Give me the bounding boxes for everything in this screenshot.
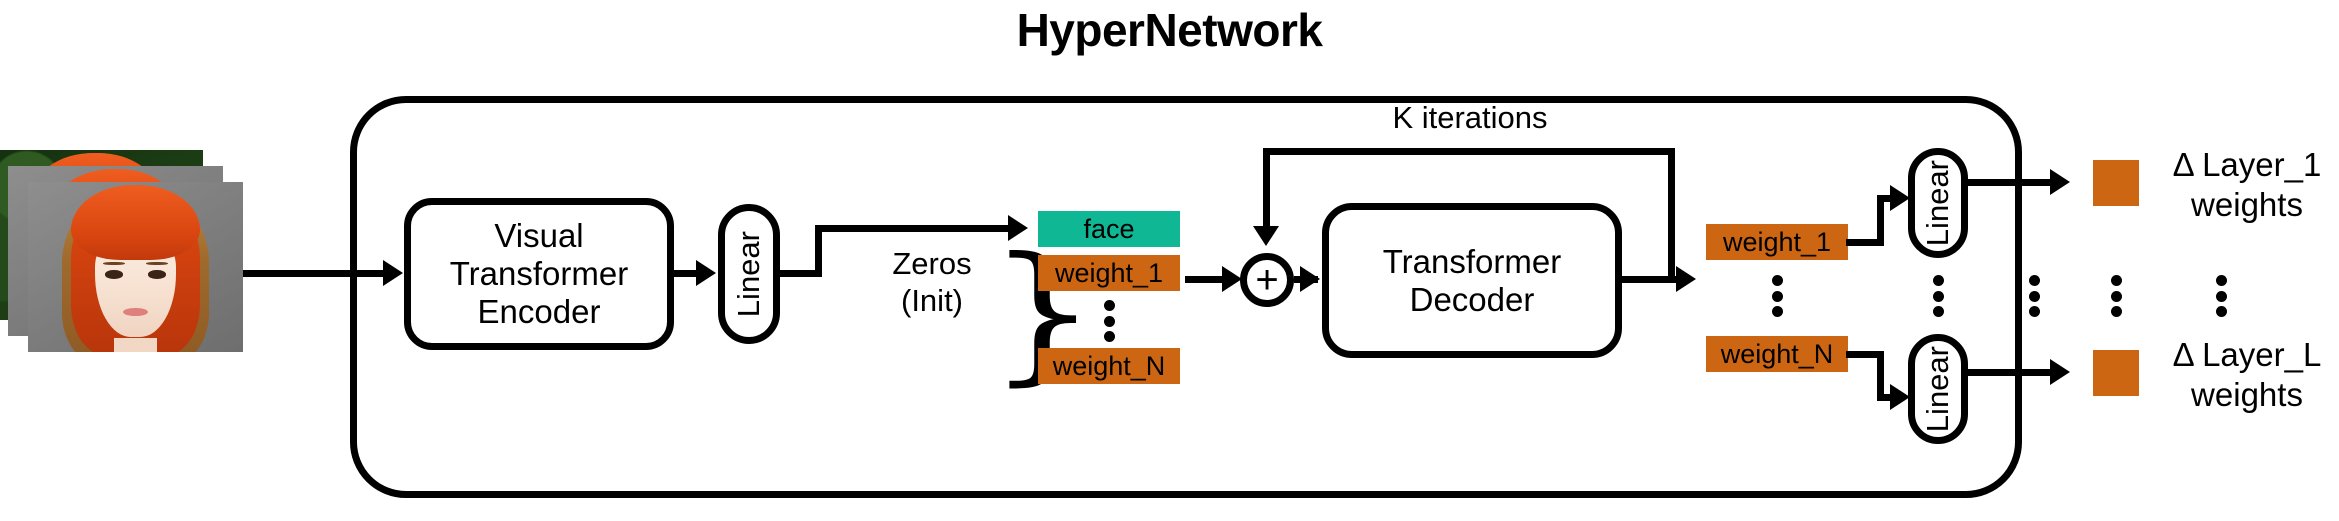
feedback-wire-top xyxy=(1263,148,1675,155)
wire-linear-to-face-v xyxy=(815,225,822,277)
arrow-linearL-to-output xyxy=(1966,369,2056,376)
visual-transformer-encoder-label: Visual Transformer Encoder xyxy=(449,217,629,330)
linear-stack-ellipsis-icon xyxy=(1932,275,1944,317)
arrowhead-to-face-chip xyxy=(1008,215,1028,241)
wire-outw1-h1 xyxy=(1846,239,1884,246)
arrowhead-input-to-encoder xyxy=(383,260,403,286)
token-weight-n[interactable]: weight_N xyxy=(1038,348,1180,384)
adder-node: + xyxy=(1240,253,1294,307)
face-image-front xyxy=(28,182,243,352)
arrowhead-decoder-to-output-tokens xyxy=(1676,266,1696,292)
arrow-linear1-to-output xyxy=(1966,179,2056,186)
zeros-init-label: Zeros (Init) xyxy=(892,246,972,318)
linear-output-1-box[interactable]: Linear xyxy=(1908,148,1968,258)
output-swatch-layer-1 xyxy=(2093,160,2139,206)
arrow-tokens-to-adder xyxy=(1185,276,1227,283)
wire-outwN-v xyxy=(1877,351,1884,401)
output-label-layer-1: Δ Layer_1 weights xyxy=(2172,146,2322,223)
linear-encoder-box[interactable]: Linear xyxy=(718,204,780,344)
transformer-decoder-box[interactable]: Transformer Decoder xyxy=(1322,203,1622,358)
wire-linear-to-face-h1 xyxy=(780,270,822,277)
wire-outw1-h2 xyxy=(1877,195,1901,202)
arrow-input-to-encoder xyxy=(243,270,385,277)
linear-output-L-box[interactable]: Linear xyxy=(1908,334,1968,444)
arrowhead-feedback-into-adder xyxy=(1253,226,1279,246)
arrowhead-outwN-to-linear xyxy=(1890,384,1910,410)
arrowhead-linearL-to-output xyxy=(2050,359,2070,385)
arrowhead-tokens-to-adder xyxy=(1222,266,1242,292)
page-title: HyperNetwork xyxy=(1016,4,1323,56)
linear-encoder-label: Linear xyxy=(731,230,766,318)
output-label-layer-L: Δ Layer_L weights xyxy=(2172,336,2322,413)
visual-transformer-encoder-box[interactable]: Visual Transformer Encoder xyxy=(404,198,674,350)
wire-linear-to-face-h2 xyxy=(815,225,1010,232)
hypernetwork-boundary xyxy=(350,96,2022,498)
transformer-decoder-label: Transformer Decoder xyxy=(1382,242,1562,318)
output-arrow-ellipsis-icon xyxy=(2028,275,2040,317)
k-iterations-label: K iterations xyxy=(1392,100,1548,135)
token-ellipsis-icon xyxy=(1103,300,1115,342)
token-weight-1[interactable]: weight_1 xyxy=(1038,255,1180,291)
linear-output-1-label: Linear xyxy=(1920,159,1955,247)
arrowhead-linear1-to-output xyxy=(2050,169,2070,195)
arrow-encoder-to-linear xyxy=(674,270,698,277)
arrow-decoder-to-output-tokens xyxy=(1622,276,1686,283)
feedback-wire-right xyxy=(1668,148,1675,278)
arrowhead-encoder-to-linear xyxy=(696,260,716,286)
output-token-ellipsis-icon xyxy=(1771,275,1783,317)
feedback-wire-left xyxy=(1263,148,1270,228)
token-face[interactable]: face xyxy=(1038,211,1180,247)
output-swatch-layer-L xyxy=(2093,350,2139,396)
wire-outw1-v xyxy=(1877,195,1884,246)
wire-outwN-h1 xyxy=(1846,351,1884,358)
output-swatch-ellipsis-icon xyxy=(2110,275,2122,317)
wire-outwN-h2 xyxy=(1877,394,1901,401)
arrowhead-adder-to-decoder xyxy=(1300,266,1320,292)
output-token-weight-1[interactable]: weight_1 xyxy=(1706,224,1848,260)
output-label-ellipsis-icon xyxy=(2215,275,2227,317)
output-token-weight-n[interactable]: weight_N xyxy=(1706,336,1848,372)
arrowhead-outw1-to-linear xyxy=(1890,185,1910,211)
linear-output-L-label: Linear xyxy=(1920,345,1955,433)
